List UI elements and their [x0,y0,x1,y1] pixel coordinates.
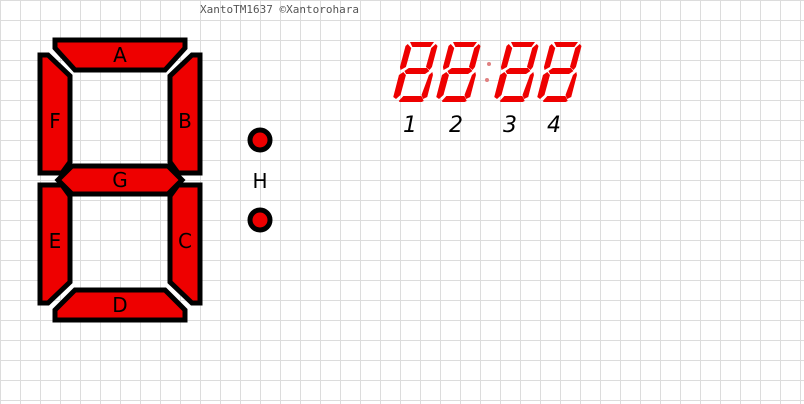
segment-f[interactable] [37,52,73,176]
segment-label-a: A [113,43,127,67]
big-digit: A F B G E C D [37,37,203,323]
position-label-3: 3 [503,113,517,138]
segment-e[interactable] [37,182,73,306]
segment-label-c: C [178,229,192,253]
display-digit-3[interactable] [493,42,539,102]
segment-c[interactable] [167,182,203,306]
segment-label-d: D [112,293,127,317]
segment-label-f: F [49,109,61,133]
colon-dot-lower[interactable] [247,207,273,233]
colon-segment-h: H [247,127,273,233]
segment-label-h: H [252,169,267,193]
segment-label-g: G [112,168,128,192]
display-digit-4[interactable] [536,42,582,102]
credit-text: XantoTM1637 ©Xantorohara [200,3,359,16]
segment-d[interactable] [52,287,188,323]
segment-a[interactable] [52,37,188,73]
position-label-1: 1 [403,113,417,138]
colon-dot-upper[interactable] [247,127,273,153]
segment-g[interactable] [54,163,186,197]
display-digit-1[interactable] [392,42,438,102]
segment-label-b: B [178,109,192,133]
position-label-2: 2 [449,113,463,138]
position-label-4: 4 [547,113,561,138]
display-colon [485,62,491,82]
four-digit-display [392,42,582,102]
display-digit-2[interactable] [435,42,481,102]
segment-label-e: E [49,229,62,253]
